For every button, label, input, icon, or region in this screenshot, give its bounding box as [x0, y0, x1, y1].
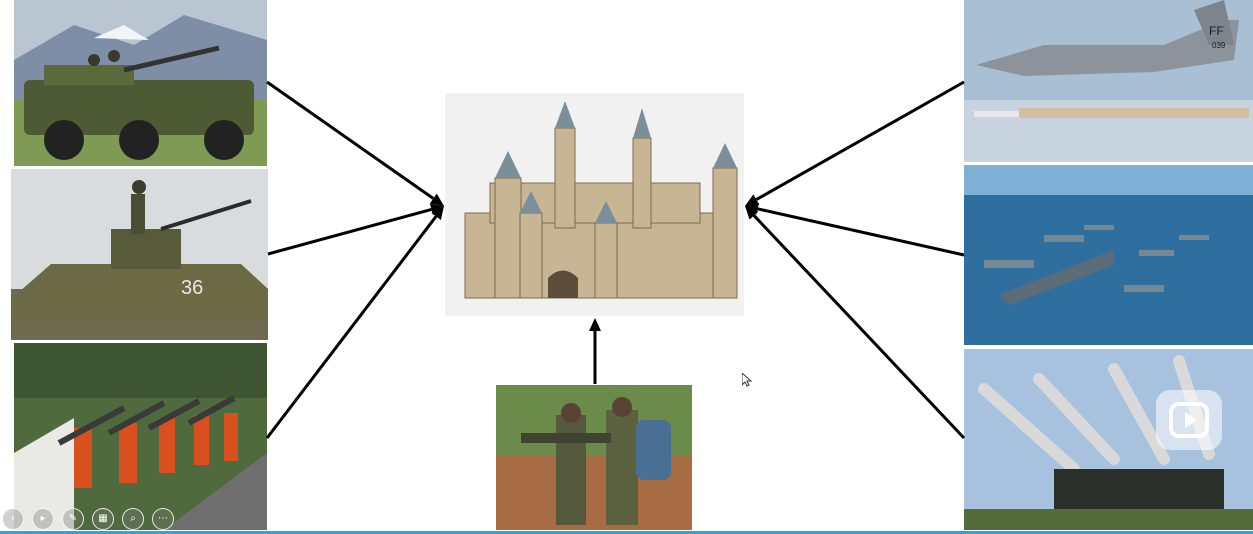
arrow-from-jet	[745, 80, 965, 206]
zoom-icon[interactable]: ⌕	[122, 508, 144, 530]
mouse-cursor-icon	[742, 373, 752, 387]
castle-image	[445, 93, 744, 316]
play-icon[interactable]: ▸	[32, 508, 54, 530]
grid-icon[interactable]: ▦	[92, 508, 114, 530]
armored-vehicle-photo: 36	[11, 169, 268, 340]
arrow-from-launcher	[745, 206, 966, 440]
more-icon[interactable]: ⋯	[152, 508, 174, 530]
arrow-from-fleet	[745, 202, 965, 257]
infantry-soldiers-photo	[496, 385, 692, 530]
pen-icon[interactable]: ✎	[62, 508, 84, 530]
jet-tail-code: FF	[1209, 24, 1224, 38]
jeep-gun-photo	[14, 0, 267, 166]
missile-soldiers-photo	[14, 343, 267, 530]
slideshow-toolbar: ‹ ▸ ✎ ▦ ⌕ ⋯	[2, 508, 174, 530]
naval-fleet-photo	[964, 165, 1253, 345]
tank-number: 36	[181, 277, 203, 299]
arrow-from-soldiers	[265, 206, 444, 439]
prev-icon[interactable]: ‹	[2, 508, 24, 530]
arrow-from-jeep	[266, 80, 444, 206]
arrow-from-infantry	[589, 318, 601, 384]
fighter-jet-photo: FF 039	[964, 0, 1253, 162]
jet-serial: 039	[1212, 41, 1226, 50]
bottom-accent-line	[0, 531, 1253, 534]
video-play-button[interactable]	[1156, 390, 1222, 450]
arrow-from-armored	[267, 203, 444, 256]
play-icon	[1169, 402, 1209, 438]
